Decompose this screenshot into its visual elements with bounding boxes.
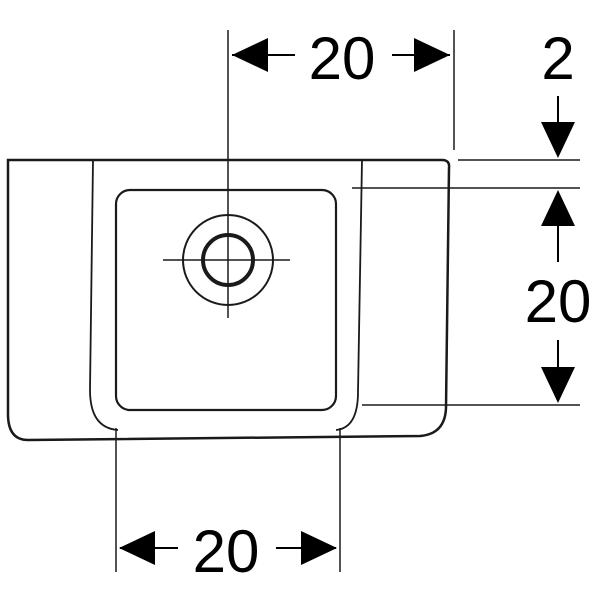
arrow-right-icon (301, 531, 337, 565)
arrow-right-icon (414, 38, 450, 72)
rim-thickness-label: 2 (541, 25, 574, 92)
basin-bowl (114, 188, 338, 412)
rim-right-line (335, 159, 363, 431)
bottom-width-label: 20 (193, 518, 260, 585)
basin-outer-shell (6, 158, 451, 442)
basin-outline (6, 158, 451, 442)
arrow-down-icon (541, 122, 575, 158)
top-width-label: 20 (309, 25, 376, 92)
drain-hole (163, 30, 290, 318)
rim-left-line (89, 159, 119, 431)
arrow-left-icon (119, 531, 155, 565)
arrow-down-icon (541, 367, 575, 403)
arrow-up-icon (541, 190, 575, 226)
basin-depth-label: 20 (525, 268, 592, 335)
dimension-right-side: 2 20 (352, 25, 592, 406)
arrow-left-icon (232, 38, 268, 72)
dimension-top-width: 20 (232, 25, 455, 150)
dimension-bottom-width: 20 (115, 428, 341, 585)
